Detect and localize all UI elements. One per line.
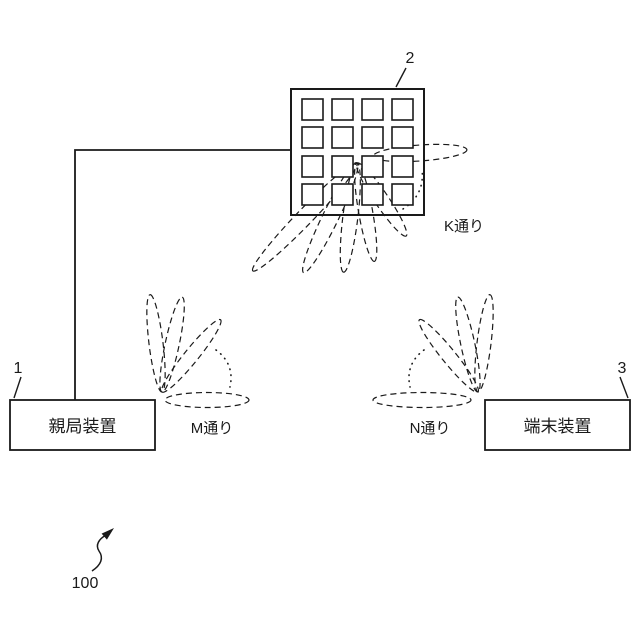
beam-lobe — [418, 318, 480, 393]
antenna-element — [361, 98, 384, 121]
beam-lobe-horizontal — [164, 391, 250, 409]
terminal-device-box — [484, 399, 631, 451]
terminal-device-label: 端末装置 — [524, 417, 592, 436]
antenna-ref-label: 2 — [406, 50, 415, 67]
antenna-element — [331, 98, 354, 121]
antenna-element — [391, 126, 414, 149]
beam-sweep-arc — [215, 349, 232, 388]
antenna-element — [301, 183, 324, 206]
antenna-elements — [301, 98, 414, 206]
antenna-element — [331, 155, 354, 178]
beam-lobe — [159, 296, 185, 393]
system-ref: 100 — [72, 528, 114, 592]
beam-lobe — [455, 296, 481, 393]
antenna-element — [331, 183, 354, 206]
master-station: 親局装置 1 — [9, 360, 156, 451]
antenna-element — [301, 98, 324, 121]
beam-lobe — [160, 318, 222, 393]
antenna-element — [391, 98, 414, 121]
master-ref-label: 1 — [14, 360, 23, 377]
master-station-label: 親局装置 — [49, 417, 117, 436]
terminal-beams — [372, 294, 494, 409]
antenna-element — [391, 155, 414, 178]
antenna-array-frame — [290, 88, 425, 216]
system-ref-arrowhead — [101, 528, 114, 540]
beam-sweep-arc — [402, 168, 424, 210]
beam-lobe-horizontal — [372, 143, 468, 163]
n-streets-label: N通り — [410, 420, 451, 437]
antenna-element — [361, 126, 384, 149]
master-station-box — [9, 399, 156, 451]
system-ref-arrow — [91, 534, 107, 572]
antenna-element — [331, 126, 354, 149]
antenna-element — [391, 183, 414, 206]
k-streets-label: K通り — [444, 218, 484, 235]
antenna-element — [301, 126, 324, 149]
terminal-ref-label: 3 — [618, 360, 627, 377]
system-ref-label: 100 — [72, 575, 99, 592]
master-ref-line — [13, 376, 22, 399]
antenna-element — [301, 155, 324, 178]
antenna-element — [361, 155, 384, 178]
m-streets-label: M通り — [191, 420, 234, 437]
antenna-array — [290, 88, 425, 216]
feed-line — [74, 149, 291, 400]
terminal-ref-line — [619, 376, 629, 399]
antenna-element — [361, 183, 384, 206]
terminal-device: 端末装置 3 — [484, 360, 631, 451]
master-beams — [146, 294, 250, 409]
beam-lobe — [146, 294, 166, 393]
antenna-ref-line — [395, 67, 407, 88]
beam-sweep-arc — [408, 349, 425, 388]
beam-lobe-horizontal — [372, 391, 472, 409]
